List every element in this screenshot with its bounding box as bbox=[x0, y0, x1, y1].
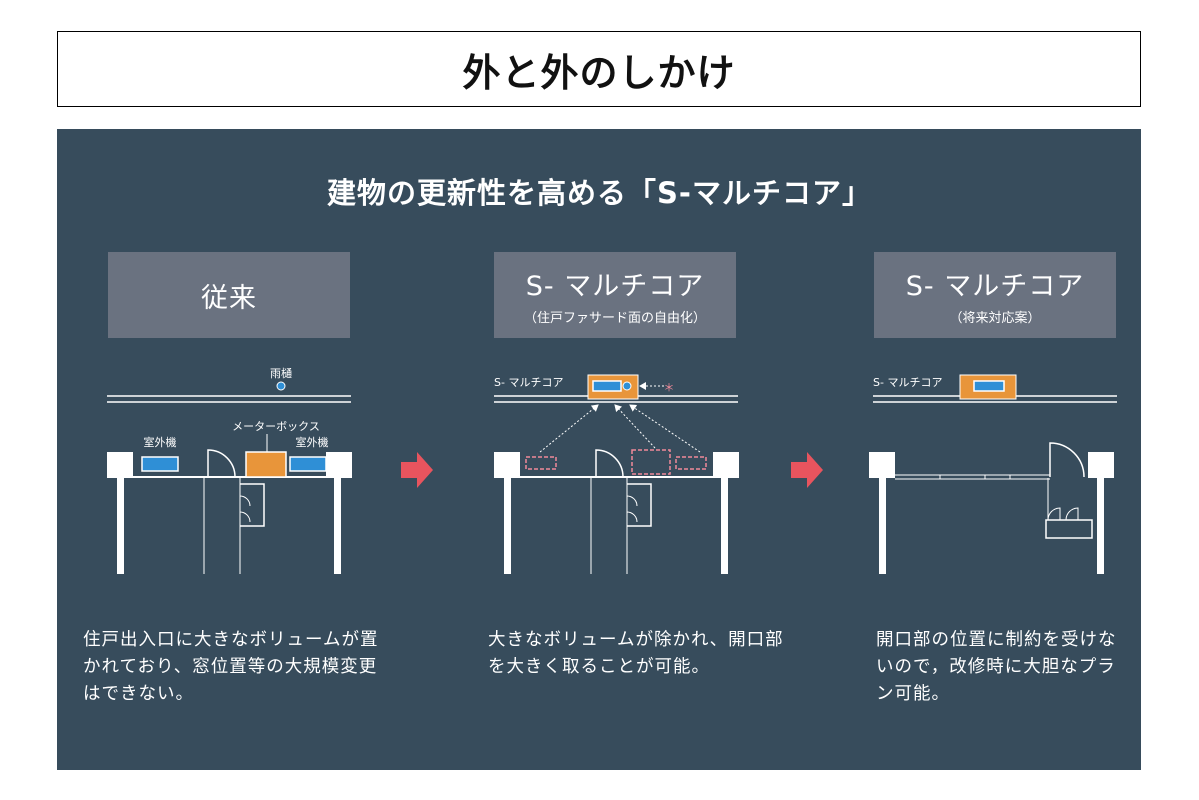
entrance-door-icon bbox=[1049, 442, 1085, 478]
subtitle: 建物の更新性を高める「S-マルチコア」 bbox=[327, 176, 872, 210]
plan-conventional: 雨樋 メーターボックス 室外機 室外機 bbox=[107, 366, 352, 574]
column-header-label: S- マルチコア bbox=[905, 271, 1085, 302]
s-multicore-label: S- マルチコア bbox=[873, 376, 942, 389]
column-header-label: 従来 bbox=[201, 282, 257, 314]
ac-unit-right bbox=[289, 456, 327, 472]
description-s-multicore: 大きなボリュームが除かれ、開口部を大きく取ることが可能。 bbox=[488, 630, 784, 677]
removed-ac-outline bbox=[675, 456, 707, 470]
asterisk-mark: ＊ bbox=[664, 381, 675, 394]
s-multicore-label: S- マルチコア bbox=[494, 376, 563, 389]
plan-s-multicore-future: S- マルチコア bbox=[869, 374, 1117, 574]
column-header-s-multicore-future: S- マルチコア （将来対応案） bbox=[874, 252, 1116, 338]
page-title-box: 外と外のしかけ bbox=[57, 31, 1141, 107]
description-s-multicore-future: 開口部の位置に制約を受けないので，改修時に大胆なプラン可能。 bbox=[876, 630, 1117, 704]
entrance-door-icon bbox=[207, 449, 236, 478]
column-header-sublabel: （住戸ファサード面の自由化） bbox=[523, 311, 706, 326]
meter-box bbox=[245, 451, 287, 478]
description-conventional: 住戸出入口に大きなボリュームが置かれており、窓位置等の大規模変更はできない。 bbox=[83, 630, 379, 704]
column-header-sublabel: （将来対応案） bbox=[949, 311, 1041, 326]
removed-ac-outline bbox=[525, 456, 557, 470]
rain-gutter-label: 雨樋 bbox=[270, 366, 292, 380]
column-header-label: S- マルチコア bbox=[525, 271, 705, 302]
meter-box-label: メーターボックス bbox=[232, 420, 320, 433]
page-title: 外と外のしかけ bbox=[462, 50, 736, 95]
ac-unit-left bbox=[141, 456, 179, 472]
flow-arrow-2 bbox=[791, 452, 823, 488]
ac-unit-label-left: 室外機 bbox=[144, 435, 177, 449]
column-header-s-multicore: S- マルチコア （住戸ファサード面の自由化） bbox=[494, 252, 736, 338]
ac-unit-label-right: 室外機 bbox=[296, 435, 329, 449]
column-header-conventional: 従来 bbox=[108, 252, 350, 338]
plan-s-multicore: S- マルチコア ＊ bbox=[494, 374, 739, 574]
rain-gutter-icon bbox=[276, 381, 286, 391]
removed-meter-box-outline bbox=[631, 449, 671, 475]
flow-arrow-1 bbox=[401, 452, 433, 488]
